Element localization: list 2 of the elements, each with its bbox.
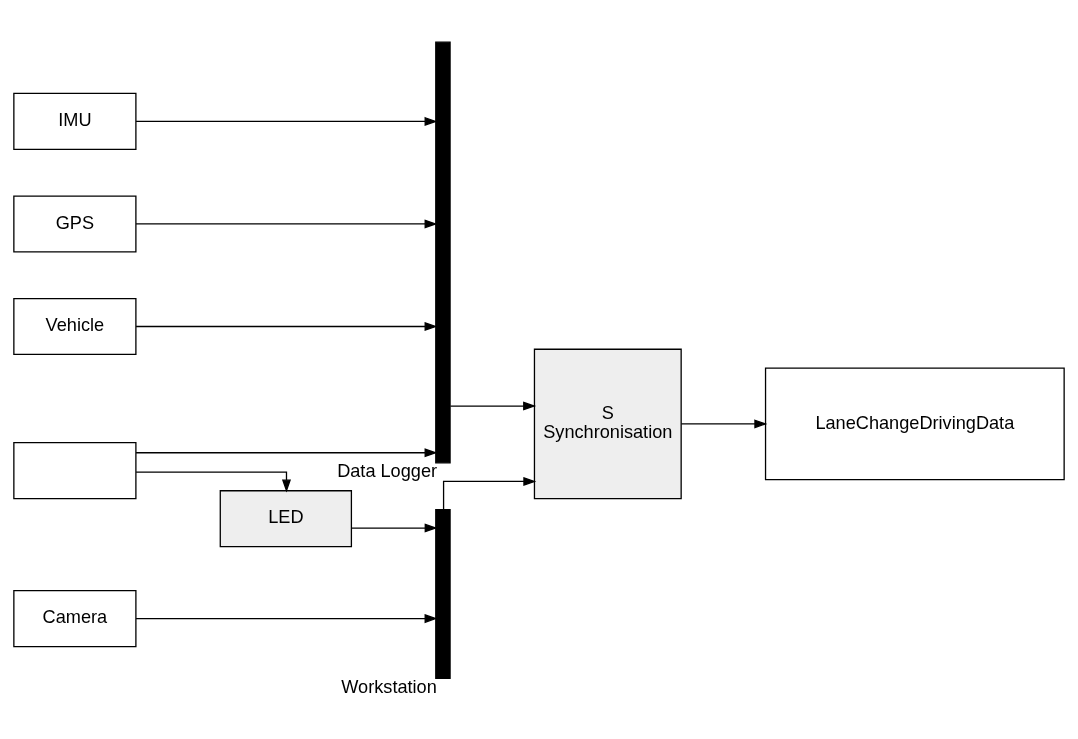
node-label: Workstation	[341, 676, 437, 697]
node-label: Data Logger	[337, 460, 438, 481]
